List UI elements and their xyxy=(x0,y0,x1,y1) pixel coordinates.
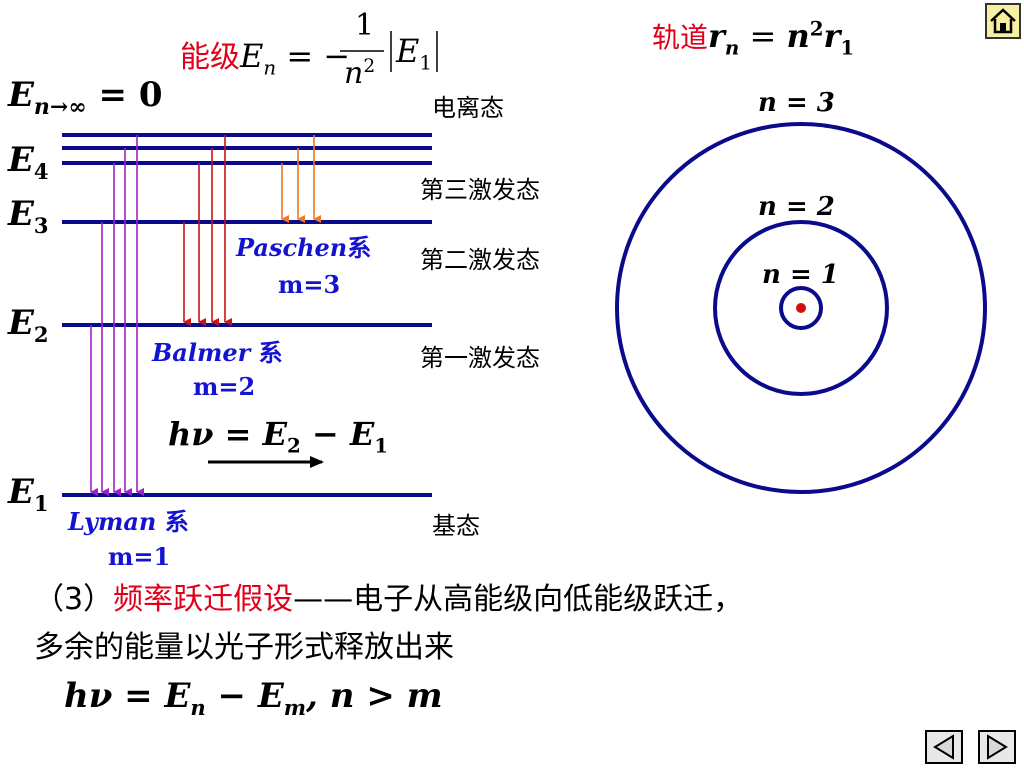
orbit-lhs-sub: n xyxy=(724,35,740,60)
orbit-label-n3: n = 3 xyxy=(758,88,835,118)
energy-denominator: n2 xyxy=(344,56,375,91)
bottom-sub-n: n xyxy=(190,694,206,720)
label-e1-sub: 1 xyxy=(33,490,49,516)
lyman-m: m=1 xyxy=(108,542,171,571)
label-e-inf-var: E xyxy=(8,75,34,115)
orbit-label-n1: n = 1 xyxy=(762,260,839,290)
energy-label: 能级 xyxy=(180,40,240,75)
lyman-name: Lyman xyxy=(68,507,157,536)
transition-sub1: 2 xyxy=(286,433,301,458)
label-e3: E3 xyxy=(8,194,49,238)
label-e4-sub: 4 xyxy=(33,158,49,184)
orbit-label-n2-text: n = 2 xyxy=(758,192,835,222)
label-e3-var: E xyxy=(8,194,34,234)
energy-abs-sub: 1 xyxy=(419,51,432,75)
next-triangle-icon xyxy=(987,734,1008,760)
orbit-rhs-sub: 1 xyxy=(840,35,855,60)
paschen-name: Paschen xyxy=(236,233,348,262)
label-e4-var: E xyxy=(8,140,34,180)
postulate-number: （3） xyxy=(34,582,114,617)
energy-lhs: E xyxy=(240,37,264,75)
label-e-inf-eq: = 0 xyxy=(98,75,163,115)
postulate-title: 频率跃迁假设 xyxy=(113,582,294,617)
orbit-rhs-r: r xyxy=(823,17,841,55)
orbit-label: 轨道 xyxy=(652,21,709,54)
orbit-n3 xyxy=(615,122,987,494)
home-icon xyxy=(990,8,1016,34)
transition-minus: − E xyxy=(311,415,375,453)
orbit-eq: = xyxy=(749,17,777,55)
orbit-rhs-sup: 2 xyxy=(809,16,824,41)
previous-slide-button[interactable] xyxy=(925,730,963,764)
balmer-m: m=2 xyxy=(193,372,256,401)
energy-abs-var: E xyxy=(396,32,420,70)
label-e1-var: E xyxy=(8,472,34,512)
orbit-lhs: r xyxy=(708,17,725,55)
previous-triangle-icon xyxy=(933,734,954,760)
home-button[interactable] xyxy=(985,3,1021,39)
label-e2-var: E xyxy=(8,303,34,343)
orbit-n1 xyxy=(779,286,823,330)
energy-denominator-n: n xyxy=(344,56,364,91)
next-slide-button[interactable] xyxy=(978,730,1016,764)
bottom-sub-m: m xyxy=(283,694,307,720)
energy-denominator-sup: 2 xyxy=(363,56,376,77)
transition-eq: = E xyxy=(224,415,287,453)
state-second-excited: 第二激发态 xyxy=(420,246,540,274)
energy-eq: = − xyxy=(286,37,351,75)
orbit-rhs-n: n xyxy=(786,17,810,55)
transition-nu: ν xyxy=(191,415,214,453)
bottom-minus: − E xyxy=(205,676,284,716)
postulate-line2: 多余的能量以光子形式释放出来 xyxy=(34,630,454,665)
transition-formula: hν = E2 − E1 xyxy=(168,415,388,457)
state-first-excited: 第一激发态 xyxy=(420,344,540,372)
balmer-series-label: Balmer 系 xyxy=(152,333,283,368)
transition-h: h xyxy=(168,415,192,453)
energy-numerator: 1 xyxy=(355,8,375,43)
balmer-name: Balmer xyxy=(152,338,251,367)
label-e3-sub: 3 xyxy=(33,212,49,238)
paschen-suffix: 系 xyxy=(347,234,372,262)
nucleus-dot xyxy=(796,303,806,313)
label-e2-sub: 2 xyxy=(33,321,49,347)
label-e4: E4 xyxy=(8,140,49,184)
state-third-excited: 第三激发态 xyxy=(420,176,540,204)
balmer-suffix: 系 xyxy=(250,339,283,367)
label-e2: E2 xyxy=(8,303,49,347)
label-e-inf-sub: n→∞ xyxy=(33,93,87,120)
postulate-line1-rest: 电子从高能级向低能级跃迁， xyxy=(353,582,744,617)
energy-lhs-sub: n xyxy=(263,56,277,80)
energy-formula: 能级En = − xyxy=(180,32,350,79)
bottom-cond: , n > m xyxy=(306,676,443,716)
orbit-label-n1-text: n = 1 xyxy=(762,260,839,290)
state-ground: 基态 xyxy=(432,512,480,540)
lyman-series-label: Lyman 系 xyxy=(68,502,189,537)
orbit-formula: 轨道rn = n2r1 xyxy=(652,16,854,59)
paschen-m: m=3 xyxy=(278,270,341,299)
orbit-n2 xyxy=(713,220,889,396)
orbit-label-n2: n = 2 xyxy=(758,192,835,222)
postulate-dash: —— xyxy=(293,582,354,617)
label-e1: E1 xyxy=(8,472,49,516)
label-e-inf: En→∞ = 0 xyxy=(8,75,163,120)
energy-abs-value: E1 xyxy=(396,32,432,74)
orbit-label-n3-text: n = 3 xyxy=(758,88,835,118)
paschen-series-label: Paschen系 xyxy=(236,228,371,263)
state-ionized: 电离态 xyxy=(432,94,504,122)
bottom-hv: hν = E xyxy=(64,676,191,716)
bottom-formula: hν = En − Em, n > m xyxy=(64,676,443,720)
lyman-suffix: 系 xyxy=(156,508,189,536)
postulate-line1: （3）频率跃迁假设——电子从高能级向低能级跃迁， xyxy=(34,574,743,618)
transition-sub2: 1 xyxy=(374,433,389,458)
